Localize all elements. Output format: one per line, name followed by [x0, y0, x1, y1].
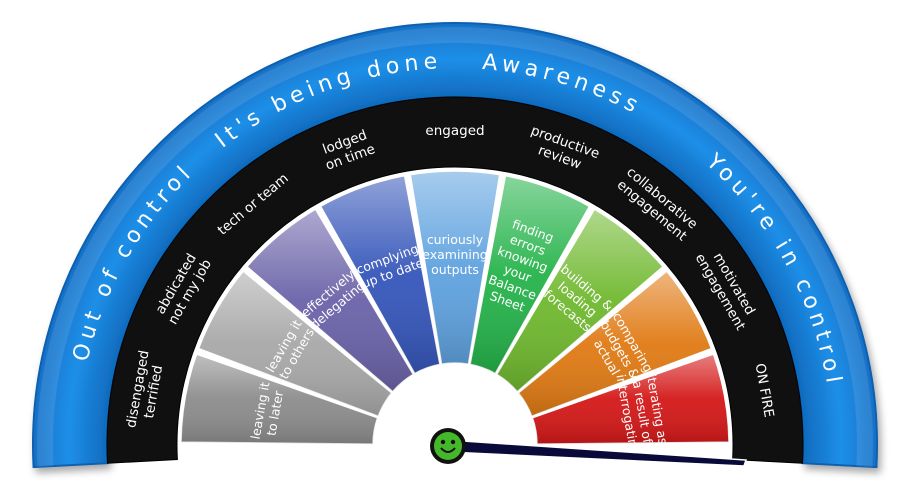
segment-gloss [410, 171, 500, 365]
segment-2 [197, 270, 393, 418]
segment-4 [319, 174, 441, 375]
segment-label-line: curiously [427, 232, 484, 247]
segment-gloss [246, 209, 414, 392]
smiley-eye [440, 439, 446, 445]
segment-6 [469, 174, 591, 375]
segment-gloss [532, 353, 729, 445]
segment-gloss [181, 353, 378, 445]
black-band-arc [106, 96, 804, 464]
band-label-line: engaged [425, 123, 484, 139]
segment-7 [495, 208, 665, 393]
segment-gloss [518, 271, 712, 417]
segment-5 [409, 170, 501, 365]
segment-gloss [320, 175, 440, 374]
segment-1 [180, 353, 379, 445]
colored-segments [180, 170, 730, 445]
segment-label-line: examining [422, 247, 487, 262]
center-hub [379, 369, 531, 445]
segment-gloss [470, 175, 590, 374]
segment-gloss [496, 209, 664, 392]
hub-face [379, 369, 531, 445]
segment-8 [517, 270, 713, 418]
smiley-eye [450, 439, 456, 445]
needle [430, 428, 748, 467]
black-band [106, 96, 804, 464]
segment-9 [531, 353, 730, 445]
segment-3 [245, 208, 415, 393]
segment-label-line: outputs [431, 262, 479, 277]
smiley-mouth [440, 447, 456, 453]
segment-gloss [198, 271, 392, 417]
band-label-5: engaged [425, 123, 484, 139]
smiley-face-icon [430, 428, 466, 464]
smiley-face [434, 432, 462, 460]
